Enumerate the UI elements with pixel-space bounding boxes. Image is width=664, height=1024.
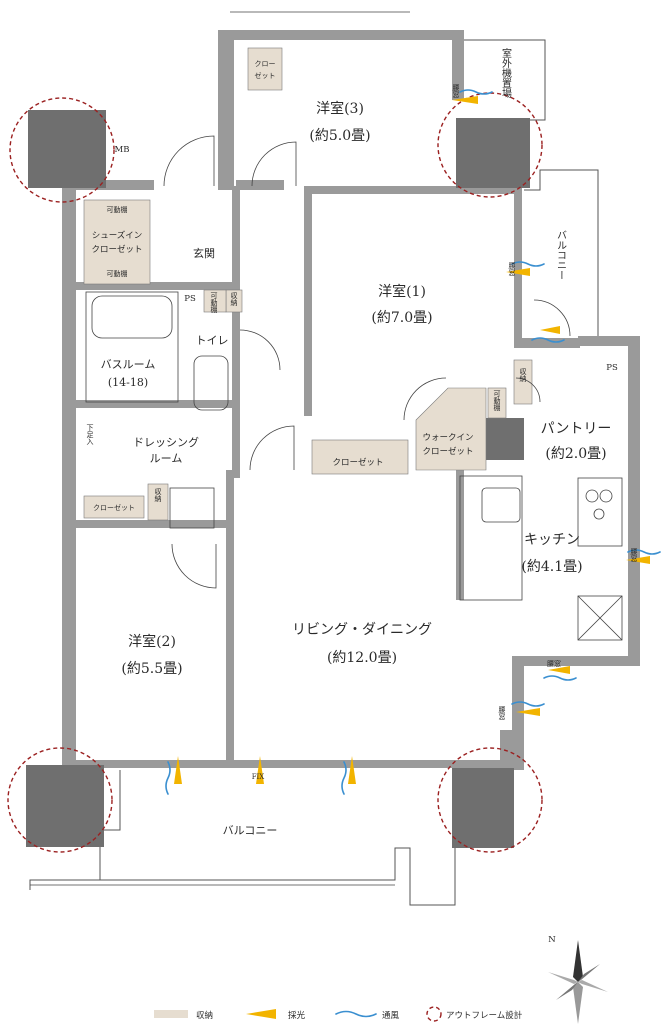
doors: [163, 135, 571, 589]
legend-wind-icon: [335, 1010, 377, 1018]
outframe-circle-bl: [7, 747, 113, 853]
living-size: (約12.0畳): [327, 650, 397, 666]
wind-markers: [165, 89, 661, 795]
living-name: リビング・ダイニング: [292, 622, 432, 638]
storage-toilet-label: 収納: [230, 292, 238, 307]
kitchen-counter: [459, 475, 523, 601]
outframe-circle-tl: [9, 97, 115, 203]
entrance-label: 玄関: [193, 246, 215, 260]
walkin-label-2: クローゼット: [422, 446, 473, 457]
legend-storage-swatch: [154, 1010, 188, 1018]
kitchen-size: (約4.1畳): [521, 559, 582, 575]
shoe-in-closet: [83, 199, 151, 285]
dressing-line1: ドレッシング: [133, 435, 199, 449]
closet-dressing-label: クローゼット: [93, 503, 135, 512]
western2-size: (約5.5畳): [121, 661, 182, 677]
legend-light-icon: [246, 1009, 276, 1019]
storage-pantry-label: 収納: [519, 368, 527, 383]
window-label-living: 腰窓: [498, 706, 506, 720]
closet-western3: [247, 47, 283, 91]
western2-name: 洋室(2): [128, 633, 176, 650]
storage-pantry: [513, 359, 533, 405]
bathtub: [91, 295, 173, 339]
mb-mark: MB: [115, 145, 130, 155]
storage-areas: [83, 47, 533, 521]
toilet-fixture: [193, 355, 229, 411]
fridge-space: [577, 595, 623, 641]
shelf-top-label: 可動棚: [107, 205, 128, 214]
outframe-circle-tr: [437, 92, 543, 198]
outdoor-unit-label: 室外機置場: [500, 47, 512, 99]
bathroom-size: (14-18): [108, 376, 148, 389]
outframe-markers: [7, 92, 543, 853]
legend-outframe-label: アウトフレーム設計: [446, 1010, 523, 1021]
balcony-outline: [29, 11, 599, 906]
compass-north: N: [548, 935, 556, 945]
window-label-w1: 腰窓: [508, 262, 516, 276]
closet-western1: [311, 439, 409, 475]
closet-dressing: [83, 495, 145, 519]
legend-outframe-icon: [426, 1006, 442, 1022]
shelf-walkin-label: 可動棚: [493, 390, 501, 412]
shoe-in-label-1: シューズイン: [92, 230, 143, 241]
walkin-label-1: ウォークイン: [422, 433, 473, 443]
toilet-label: トイレ: [196, 334, 229, 347]
light-markers: [174, 96, 650, 784]
kitchen-name: キッチン: [524, 532, 580, 548]
western1-size: (約7.0畳): [371, 310, 432, 326]
western3-size: (約5.0畳): [309, 128, 370, 144]
legend-light-label: 採光: [288, 1010, 306, 1021]
columns: [26, 110, 530, 848]
storage-dressing-label: 収納: [154, 488, 162, 503]
western1-name: 洋室(1): [378, 283, 426, 300]
balcony-bottom-label: バルコニー: [223, 824, 278, 837]
shelf-toilet: [203, 289, 227, 313]
shoe-mark: 下足入: [86, 424, 94, 445]
shoe-in-label-2: クローゼット: [91, 244, 142, 255]
window-label-kitchen2: 腰窓: [547, 659, 561, 668]
stove: [577, 477, 623, 547]
closet-w3-label-2: ゼット: [255, 71, 276, 80]
bathroom-name: バスルーム: [101, 358, 156, 371]
shelf-bottom-label: 可動棚: [107, 269, 128, 278]
walk-in-closet: [415, 387, 487, 471]
window-label-w3: 腰窓: [452, 84, 460, 98]
outframe-circle-br: [437, 747, 543, 853]
pantry-name: パントリー: [541, 421, 612, 437]
closet-w1-label: クローゼット: [332, 457, 383, 468]
window-label-kitchen: 腰窓: [630, 548, 638, 562]
pantry-size: (約2.0畳): [545, 446, 606, 462]
compass-icon: [548, 940, 608, 1024]
fix-mark: FIX: [252, 773, 265, 781]
ps-pantry-mark: PS: [606, 363, 618, 373]
legend-ventilation-label: 通風: [382, 1010, 400, 1021]
ps-bath-mark: PS: [184, 294, 196, 304]
closet-w3-label-1: クロー: [255, 60, 276, 68]
dressing-line2: ルーム: [150, 452, 183, 465]
sink: [481, 487, 521, 523]
storage-dressing: [147, 483, 169, 521]
balcony-right-label: バルコニー: [555, 230, 567, 280]
shelf-toilet-label: 可動棚: [210, 292, 218, 314]
washbasin: [169, 487, 215, 529]
western3-name: 洋室(3): [316, 100, 364, 117]
shelf-walkin: [487, 387, 507, 419]
legend-storage-label: 収納: [196, 1010, 213, 1021]
fixtures: [85, 291, 623, 641]
